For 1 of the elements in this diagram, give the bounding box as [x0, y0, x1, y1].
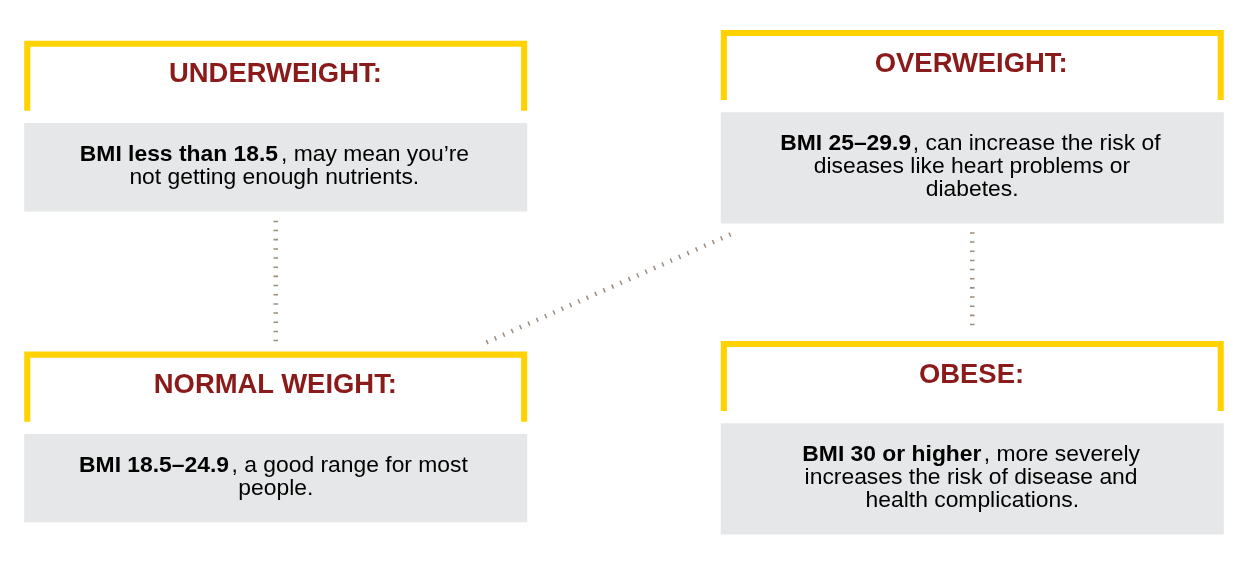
connector — [273, 220, 278, 342]
